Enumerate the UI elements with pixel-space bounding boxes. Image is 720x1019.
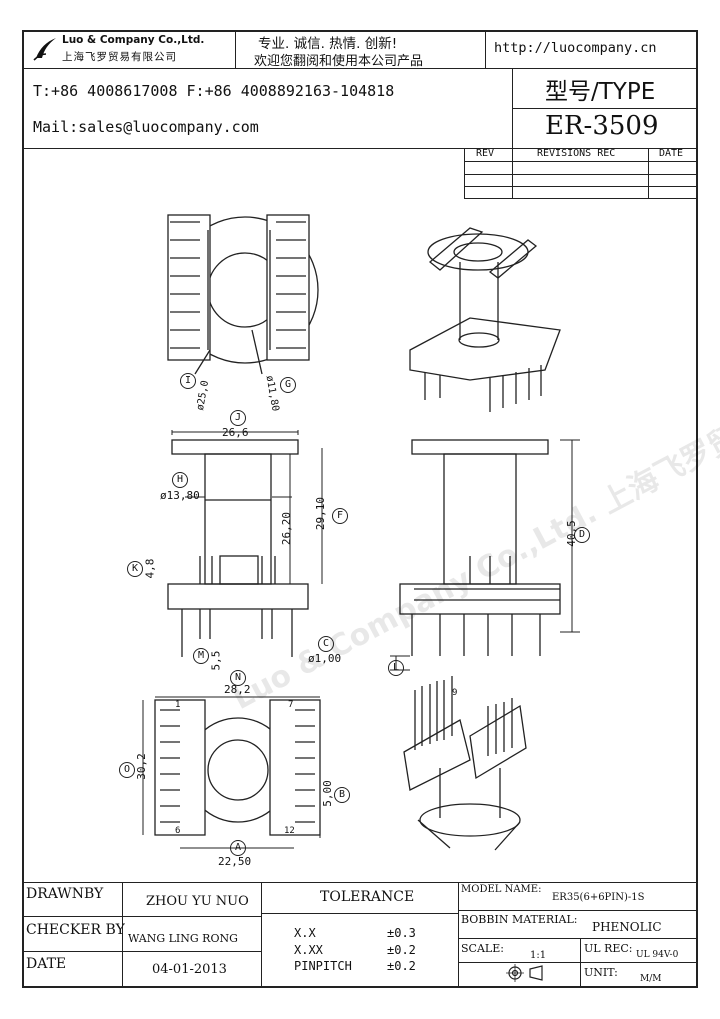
watermark: Luo & Company Co.,Ltd. 上海飞罗贸易有限公司	[227, 349, 720, 717]
callout-J: J	[230, 410, 246, 426]
tol-val-xx: ±0.3	[387, 926, 416, 940]
bottom-view	[142, 696, 321, 849]
website-link[interactable]: http://luocompany.cn	[494, 40, 657, 56]
slogan-line2: 欢迎您翻阅和使用本公司产品	[254, 54, 424, 69]
callout-H: H	[172, 472, 188, 488]
callout-D: D	[574, 527, 590, 543]
divider	[485, 30, 486, 68]
callout-M: M	[193, 648, 209, 664]
callout-N: N	[230, 670, 246, 686]
callout-K: K	[127, 561, 143, 577]
callout-L: L	[388, 660, 404, 676]
isometric-view-top	[409, 227, 561, 412]
bobbin-label: BOBBIN MATERIAL:	[461, 913, 578, 926]
date-header: DATE	[659, 148, 684, 159]
rev-header: REV	[476, 148, 495, 159]
pin-num-7: 7	[288, 700, 294, 710]
divider	[235, 30, 236, 68]
ul-label: UL REC:	[584, 942, 633, 955]
divider	[512, 108, 698, 109]
phone-fax: T:+86 4008617008 F:+86 4008892163-104818	[33, 82, 395, 100]
dim-h55: 5,5	[209, 650, 223, 671]
pin-num-6: 6	[175, 826, 181, 836]
scale-label: SCALE:	[461, 942, 504, 955]
dim-w225: 22,50	[218, 855, 252, 868]
top-view	[167, 214, 319, 375]
model-name-value: ER35(6+6PIN)-1S	[552, 892, 645, 903]
projection-symbol-icon	[506, 964, 543, 982]
dim-w266: 26,6	[222, 426, 249, 439]
tol-val-pinpitch: ±0.2	[387, 959, 416, 973]
type-label: 型号/TYPE	[545, 79, 656, 105]
revisions-rec-header: REVISIONS REC	[537, 148, 616, 159]
company-name-cn: 上海飞罗贸易有限公司	[62, 51, 177, 63]
ul-value: UL 94V-0	[636, 950, 679, 960]
dim-h50: 5,00	[320, 780, 334, 807]
date-value: 04-01-2013	[152, 962, 227, 977]
front-view	[167, 430, 323, 657]
drawnby-value: ZHOU YU NUO	[146, 894, 249, 909]
callout-I: I	[180, 373, 196, 389]
dim-h262: 26,20	[280, 511, 294, 546]
email[interactable]: Mail:sales@luocompany.com	[33, 118, 259, 136]
checker-value: WANG LING RONG	[128, 932, 238, 945]
pin-num-iso: 9	[452, 688, 458, 698]
drawing-frame	[22, 30, 698, 988]
dim-d10: ø1,00	[308, 652, 342, 665]
unit-value: M/M	[640, 974, 662, 984]
tol-key-xx: X.X	[294, 926, 316, 940]
model-name-label: MODEL NAME:	[461, 884, 542, 895]
dim-h302: 30,2	[134, 753, 148, 780]
checker-label: CHECKER BY	[26, 922, 125, 938]
dim-d138: ø13,80	[160, 489, 200, 502]
tol-key-pinpitch: PINPITCH	[294, 959, 352, 973]
callout-O: O	[119, 762, 135, 778]
tolerance-label: TOLERANCE	[320, 889, 415, 905]
header: Luo & Company Co.,Ltd. 上海飞罗贸易有限公司	[22, 30, 698, 148]
dim-h48: 4,8	[143, 558, 157, 579]
callout-G: G	[280, 377, 296, 393]
side-view	[390, 439, 580, 671]
divider	[22, 148, 698, 149]
company-name-en: Luo & Company Co.,Ltd.	[62, 34, 205, 46]
tol-key-xxx: X.XX	[294, 943, 323, 957]
isometric-view-bottom	[403, 676, 527, 851]
tol-val-xxx: ±0.2	[387, 943, 416, 957]
pin-num-1: 1	[175, 700, 181, 710]
unit-label: UNIT:	[584, 966, 618, 979]
callout-F: F	[332, 508, 348, 524]
callout-B: B	[334, 787, 350, 803]
callout-C: C	[318, 636, 334, 652]
callout-A: A	[230, 840, 246, 856]
divider	[22, 68, 698, 69]
drawnby-label: DRAWNBY	[26, 886, 104, 902]
dim-w282: 28,2	[224, 683, 251, 696]
bobbin-value: PHENOLIC	[592, 920, 662, 934]
scale-value: 1:1	[530, 950, 547, 961]
company-logo-icon	[33, 38, 56, 61]
model-number: ER-3509	[545, 111, 659, 141]
pin-num-12: 12	[284, 826, 295, 836]
slogan-line1: 专业. 诚信. 热情. 创新!	[258, 36, 398, 52]
date-label: DATE	[26, 956, 67, 972]
dim-h291: 29,10	[314, 496, 328, 531]
